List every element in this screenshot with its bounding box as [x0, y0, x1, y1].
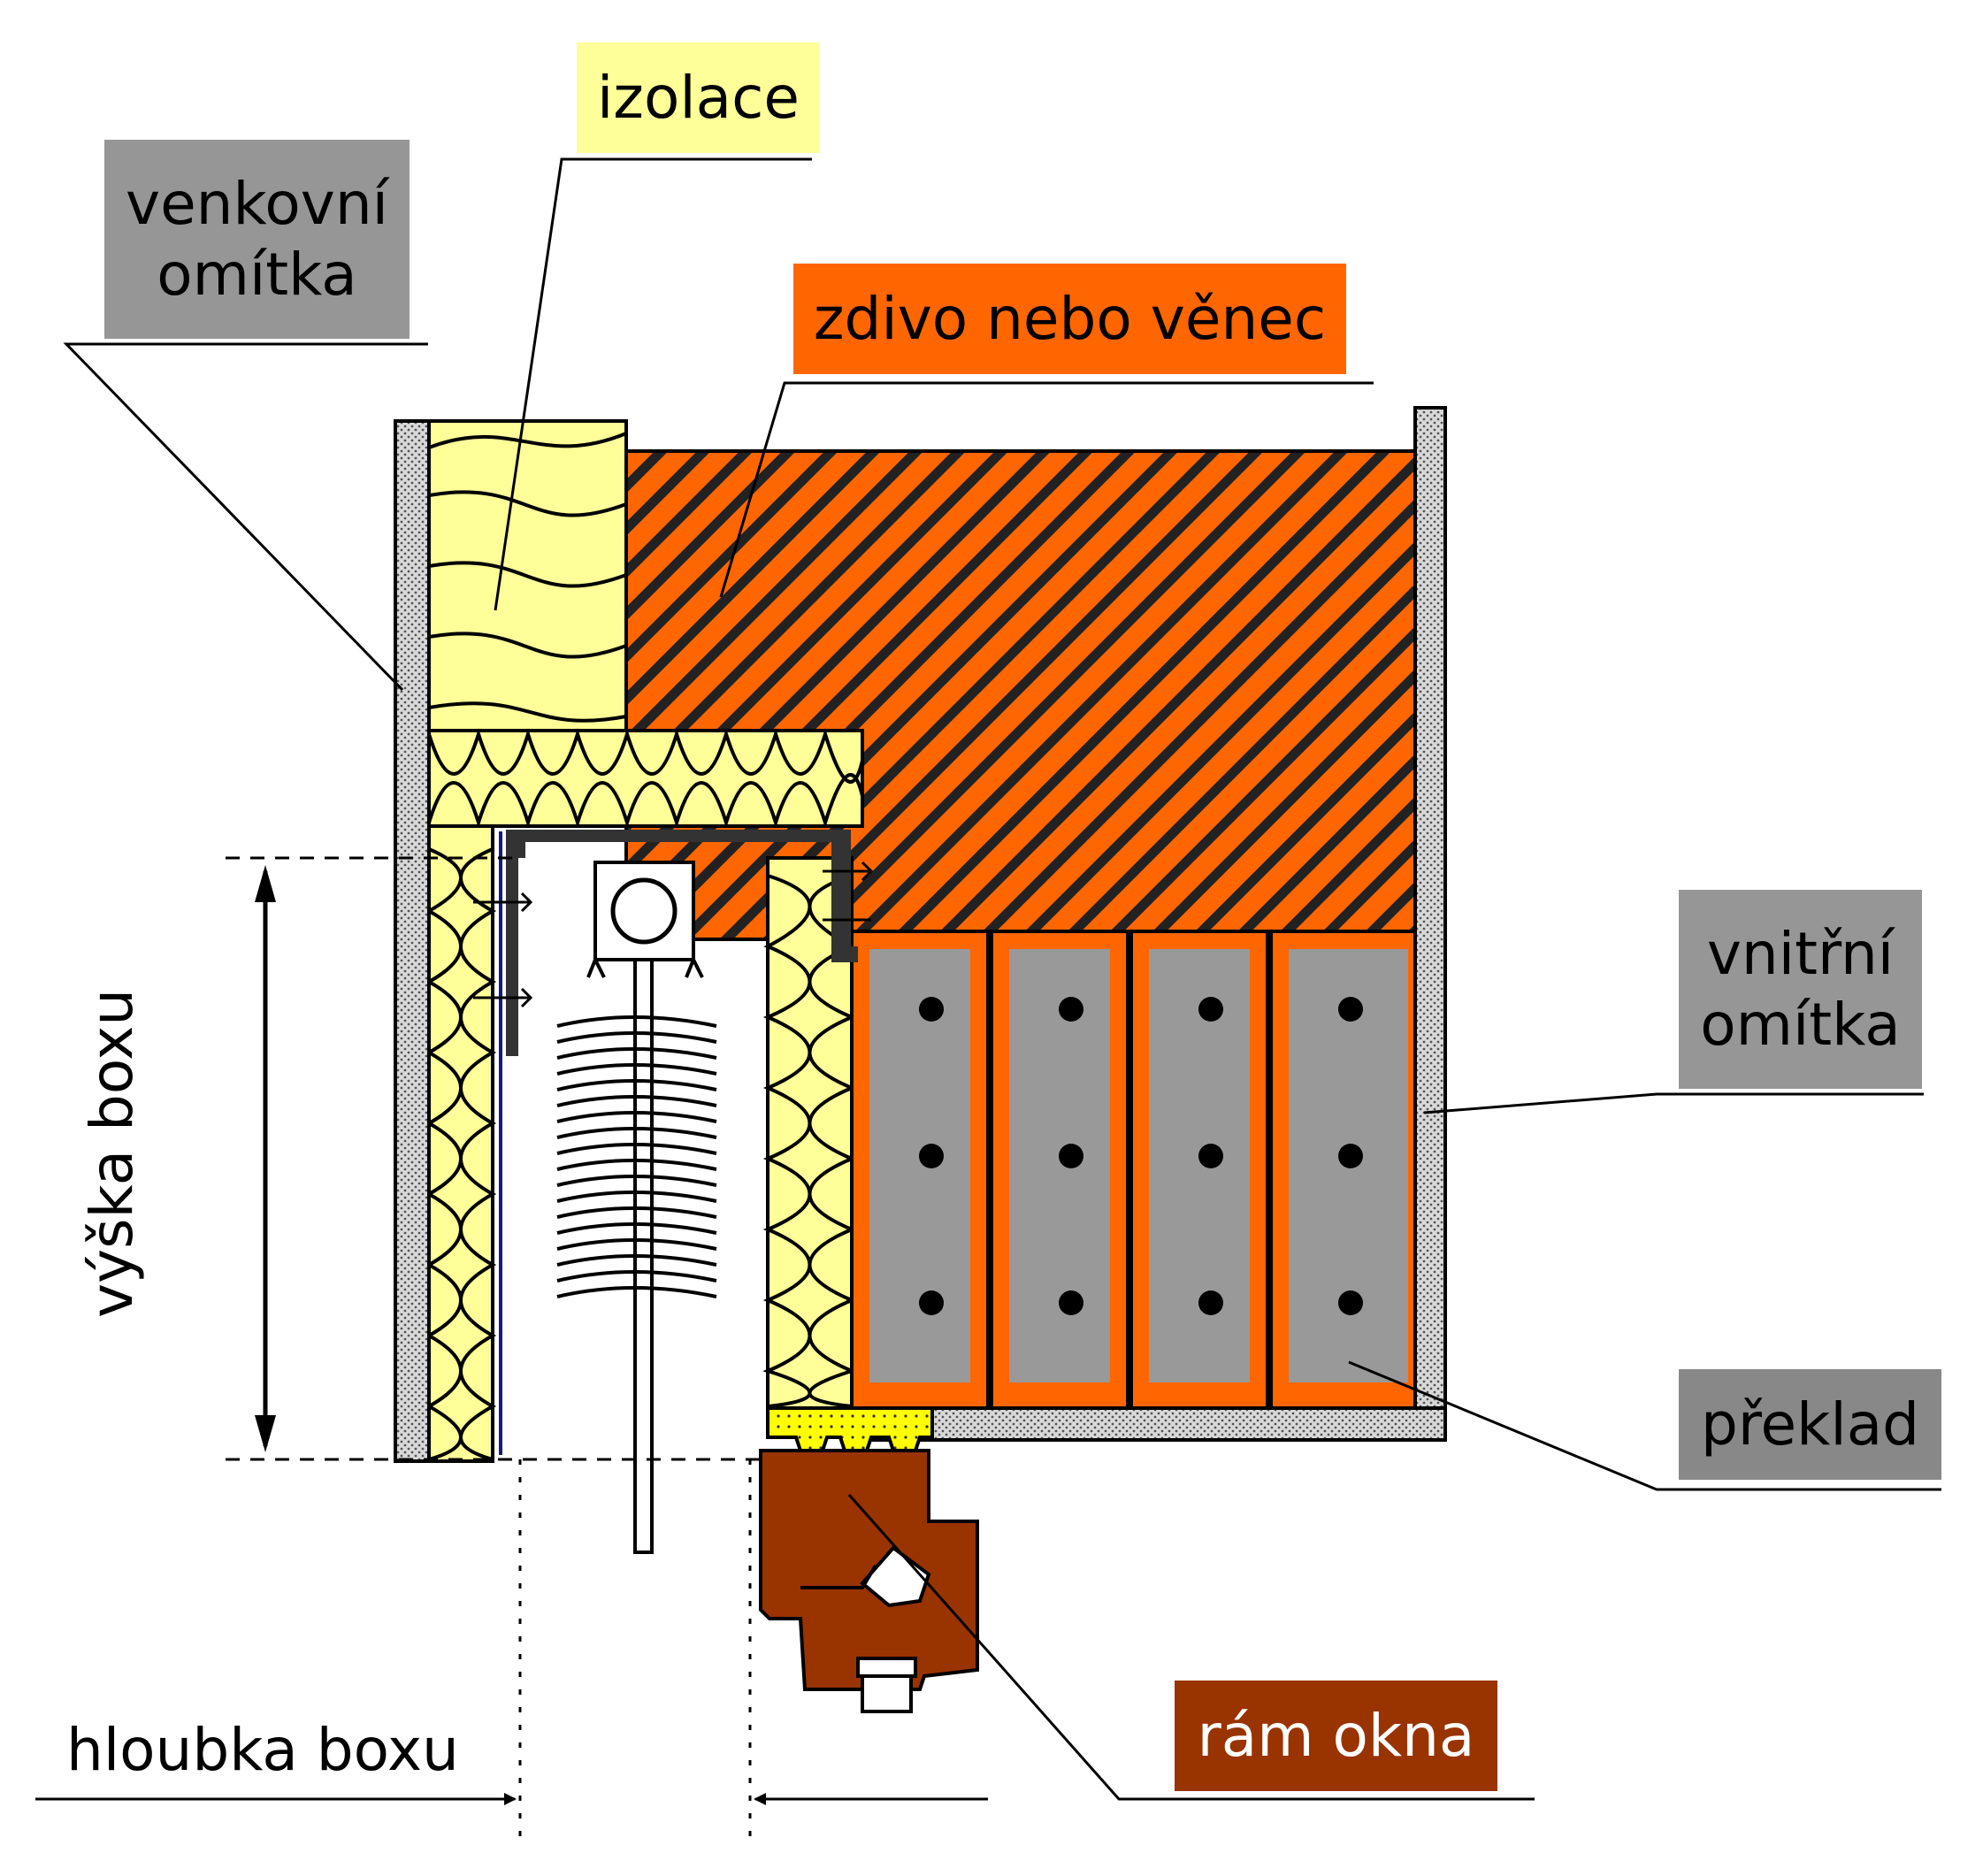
rolled-shutter: [556, 1015, 717, 1298]
insulation-box-left: [425, 824, 497, 1463]
exterior-plaster-strip: [394, 419, 431, 1463]
box-depth-label: hloubka boxu: [66, 1716, 459, 1784]
lintel-unit: [1129, 930, 1269, 1410]
label-masonry-text: zdivo nebo věnec: [813, 284, 1327, 353]
label-insulation: izolace: [577, 42, 820, 153]
anchors: [473, 861, 874, 1008]
label-lintel: překlad: [1679, 1369, 1941, 1480]
interior-plaster-strip: [1413, 406, 1447, 1442]
masonry-hatch: [624, 449, 1417, 941]
box-depth-dimension: [35, 1459, 988, 1840]
lintel: [850, 930, 1417, 1410]
leader-lines: [63, 157, 1941, 1801]
window-frame: [759, 1449, 979, 1713]
label-lintel-text: překlad: [1700, 1390, 1920, 1459]
insulation-horizontal: [427, 728, 864, 829]
label-window-frame: rám okna: [1175, 1681, 1497, 1791]
box-frame: [499, 830, 858, 1455]
box-height-dimension: [226, 856, 761, 1461]
interior-plaster-bottom: [850, 1406, 1447, 1442]
label-insulation-text: izolace: [596, 63, 800, 132]
reinforcement-dots: [919, 997, 1363, 1315]
label-exterior-plaster-text: venkovní omítka: [126, 170, 388, 309]
label-masonry: zdivo nebo věnec: [793, 264, 1346, 374]
frame-seal: [766, 1406, 934, 1452]
label-window-frame-text: rám okna: [1197, 1701, 1475, 1770]
lintel-unit: [850, 930, 990, 1410]
label-exterior-plaster: venkovní omítka: [104, 140, 410, 339]
label-interior-plaster-text: vnitřní omítka: [1700, 920, 1901, 1059]
box-height-label: výška boxu: [78, 988, 146, 1318]
insulation-vertical-upper: [427, 419, 628, 732]
label-interior-plaster: vnitřní omítka: [1679, 890, 1922, 1089]
lintel-unit: [990, 930, 1129, 1410]
